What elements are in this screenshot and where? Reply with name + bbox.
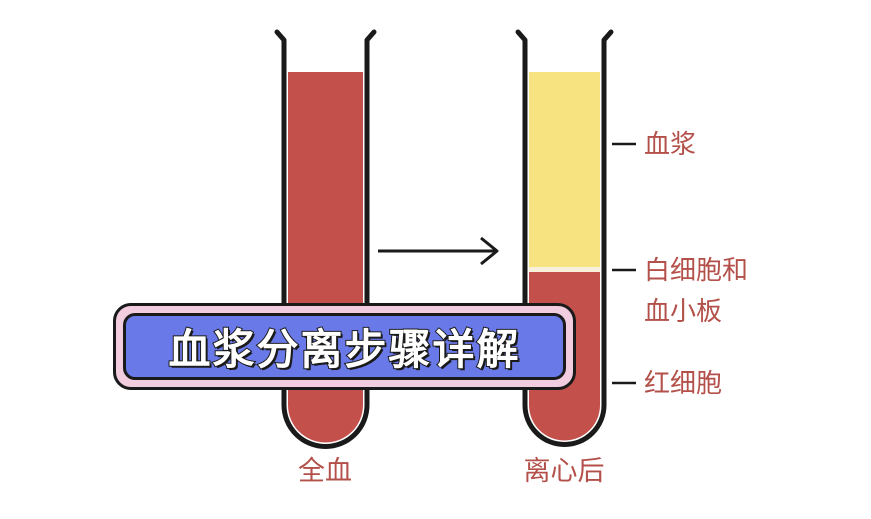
title-banner: 血浆分离步骤详解 bbox=[113, 303, 576, 390]
plasma-label: 血浆 bbox=[644, 130, 696, 160]
centrifuged-tube bbox=[515, 29, 614, 447]
title-banner-inner: 血浆分离步骤详解 bbox=[123, 313, 566, 380]
plasma-layer bbox=[529, 72, 600, 267]
banner-title: 血浆分离步骤详解 bbox=[167, 324, 521, 375]
right-tube-outline bbox=[515, 29, 614, 447]
whole-blood-label: 全血 bbox=[298, 456, 352, 487]
buffy-coat-label-line1: 白细胞和 bbox=[644, 256, 748, 286]
buffy-coat-label-line2: 血小板 bbox=[644, 297, 722, 327]
process-arrow bbox=[378, 236, 499, 266]
centrifuged-label: 离心后 bbox=[524, 456, 605, 487]
left-tube-outline bbox=[274, 29, 377, 449]
red-cell-label: 红细胞 bbox=[644, 369, 722, 399]
buffy-coat-layer bbox=[529, 267, 600, 272]
